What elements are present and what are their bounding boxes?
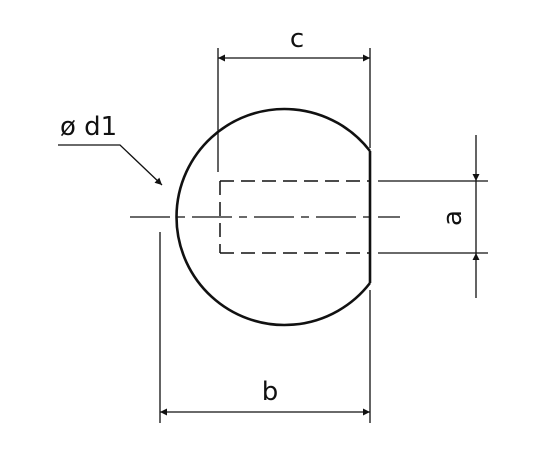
label-c: c: [290, 24, 304, 54]
label-diameter-d1: ø d1: [60, 112, 117, 142]
label-a: a: [438, 210, 468, 226]
diameter-leader: [58, 144, 163, 186]
label-b: b: [262, 377, 279, 407]
ball-outline: [175, 107, 372, 327]
